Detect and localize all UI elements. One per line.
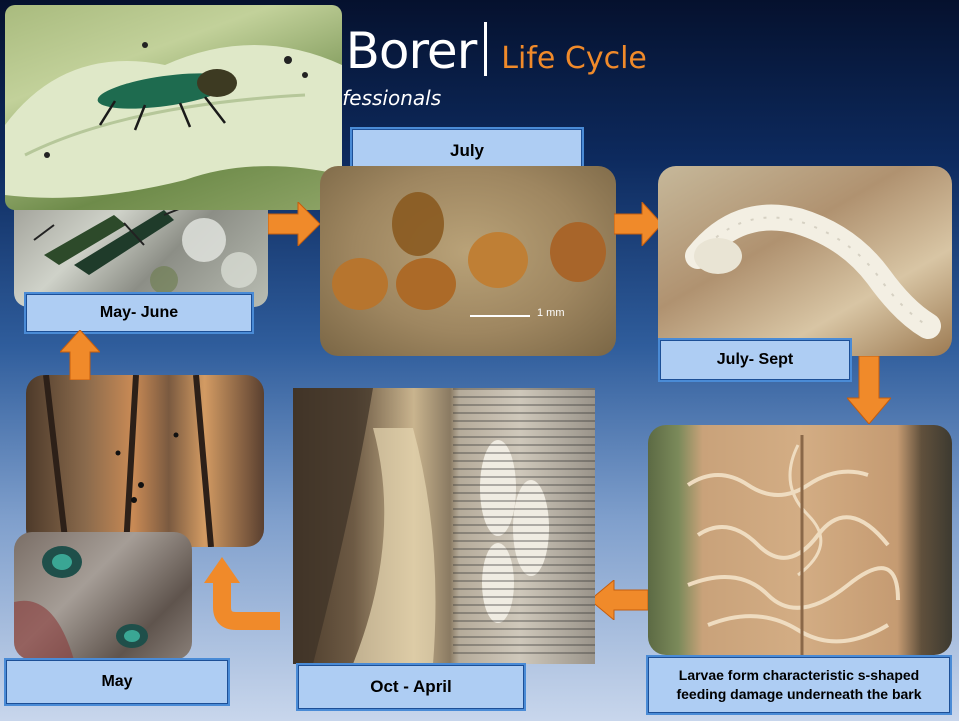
scale-bar-label: 1 mm	[537, 307, 565, 319]
galleries-illustration	[648, 425, 952, 655]
bark-holes-illustration	[26, 375, 264, 547]
arrow-down-icon	[847, 356, 891, 424]
photo-adults-emerging	[14, 532, 192, 660]
arrow-right-icon	[268, 202, 320, 246]
stage-label-may: May	[4, 658, 230, 706]
curved-arrow-up-icon	[198, 555, 284, 641]
stage-label-larvae-damage: Larvae form characteristic s-shaped feed…	[646, 655, 952, 715]
arrow-right-icon	[614, 202, 662, 246]
photo-larva	[658, 166, 952, 356]
photo-adult-beetle-on-leaf	[5, 5, 342, 210]
photo-eggs: 1 mm	[320, 166, 616, 356]
arrow-left-icon	[590, 580, 648, 620]
larva-illustration	[658, 166, 952, 356]
stage-label-july-sept: July- Sept	[658, 338, 852, 382]
title-subheading: Life Cycle	[501, 41, 647, 76]
photo-s-shaped-galleries	[648, 425, 952, 655]
leaf-beetle-illustration	[5, 5, 342, 210]
slide-subtitle: ofessionals	[330, 86, 441, 110]
emerging-beetles-illustration	[14, 532, 192, 660]
arrow-up-icon	[60, 330, 100, 380]
photo-pupae-in-wood	[293, 388, 595, 664]
title-divider	[484, 22, 487, 76]
stage-label-may-june: May- June	[24, 292, 254, 334]
pupae-illustration	[293, 388, 595, 664]
stage-label-oct-april: Oct - April	[296, 663, 526, 711]
eggs-illustration	[320, 166, 616, 356]
photo-bark-with-exit-holes	[26, 375, 264, 547]
